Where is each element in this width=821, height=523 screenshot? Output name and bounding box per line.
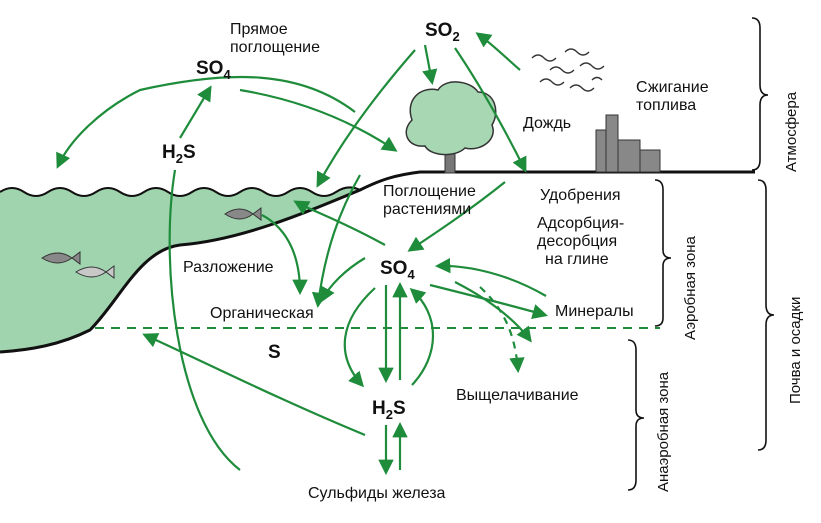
smoke-icon <box>531 48 605 92</box>
label-plant-uptake-2: растениями <box>383 201 471 218</box>
label-fuel-burning-1: Сжигание <box>636 79 709 96</box>
cycle-arrows <box>56 32 548 476</box>
label-adsorption-1: Адсорбция- <box>537 215 624 232</box>
chem-h2s-soil: H2S <box>372 398 406 422</box>
label-fertilizers: Удобрения <box>540 187 621 204</box>
label-direct-uptake-2: поглощение <box>230 39 320 56</box>
zone-atmosphere: Атмосфера <box>783 91 800 172</box>
label-adsorption-2: десорбция <box>537 233 617 250</box>
water-wave-line <box>0 186 361 197</box>
label-fuel-burning-2: топлива <box>636 97 696 114</box>
bracket-anaerobic <box>627 339 645 491</box>
label-rain: Дождь <box>523 115 571 132</box>
chem-so2: SO2 <box>425 20 460 44</box>
water-body <box>0 187 360 352</box>
label-plant-uptake-1: Поглощение <box>383 183 476 200</box>
label-sulfur: S <box>268 342 281 363</box>
label-adsorption-3: на глине <box>545 251 609 268</box>
chem-h2s-water: H2S <box>162 142 196 166</box>
bracket-aerobic <box>654 179 672 327</box>
factory-icon <box>595 114 661 173</box>
zone-aerobic: Аэробная зона <box>682 235 699 340</box>
chem-so4-top: SO4 <box>196 58 231 82</box>
label-direct-uptake-1: Прямое <box>230 21 288 38</box>
zone-soil-sediments: Почва и осадки <box>787 297 804 404</box>
label-iron-sulfides: Сульфиды железа <box>308 485 446 502</box>
fish-icon <box>41 207 262 279</box>
tree-icon <box>405 81 497 174</box>
label-minerals: Минералы <box>555 303 634 320</box>
bracket-atmosphere <box>751 17 769 171</box>
chem-so4-soil: SO4 <box>380 258 415 282</box>
zone-anaerobic: Анаэробная зона <box>655 371 672 492</box>
label-decomposition: Разложение <box>183 259 274 276</box>
label-leaching: Выщелачивание <box>456 387 579 404</box>
label-organic: Органическая <box>210 305 314 322</box>
bracket-soil <box>757 179 775 451</box>
ground-line <box>0 170 755 354</box>
